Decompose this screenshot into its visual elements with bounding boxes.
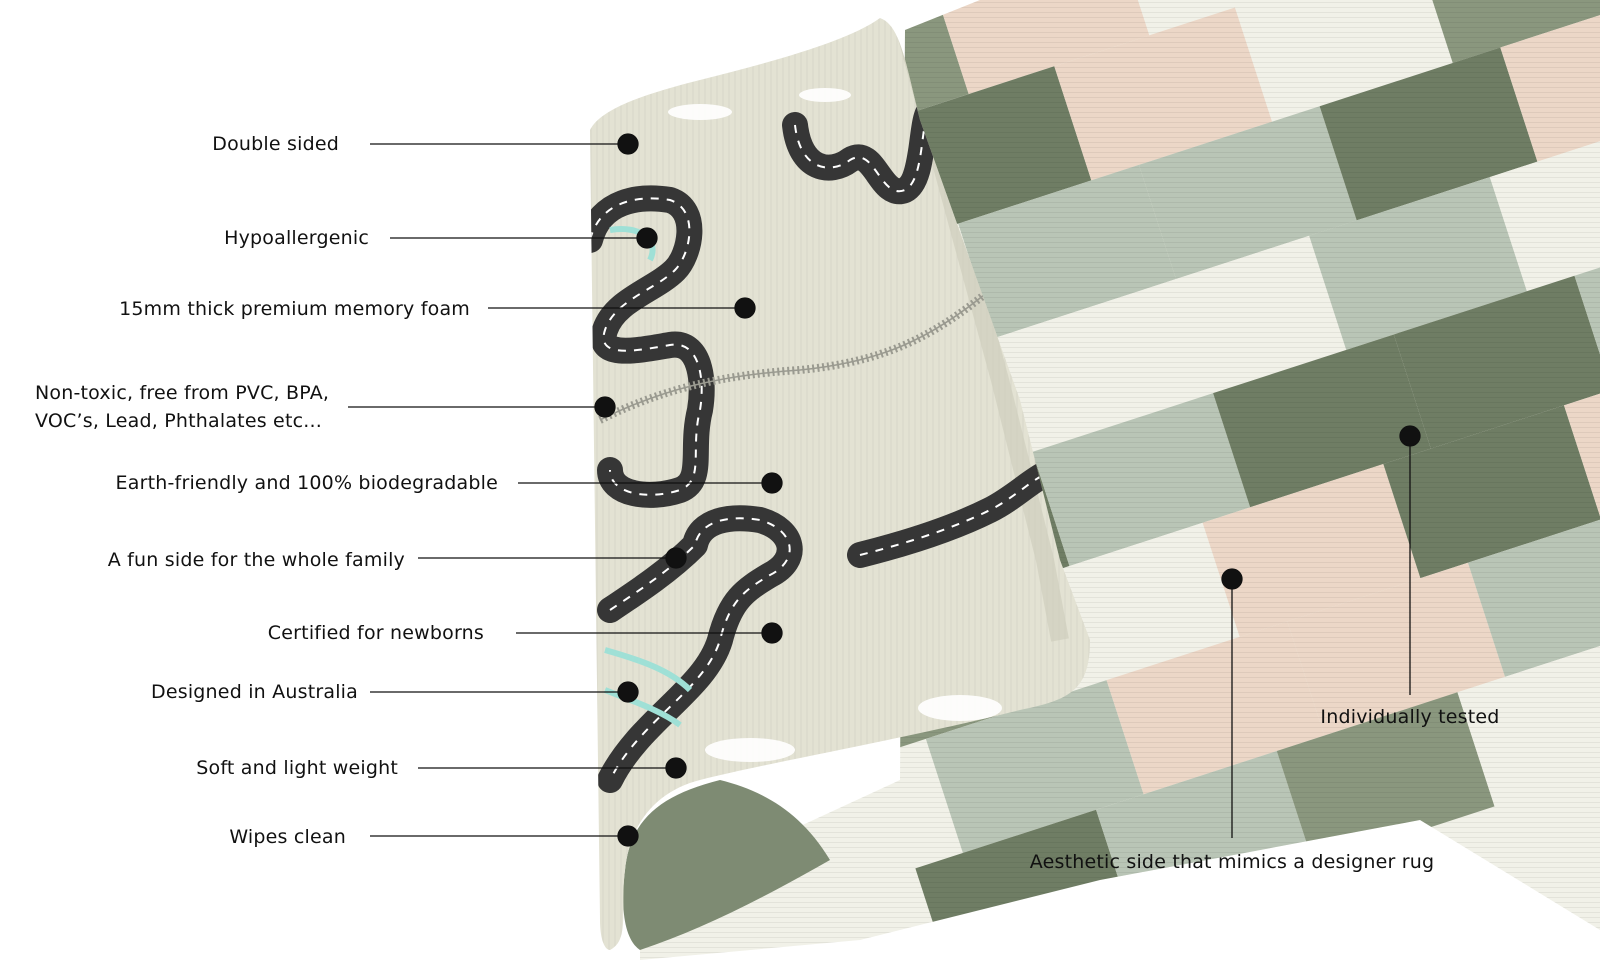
feature-label-earth-friendly: Earth-friendly and 100% biodegradable (115, 472, 498, 494)
feature-label-certified-newborns: Certified for newborns (267, 622, 484, 644)
feature-label-non-toxic: Non-toxic, free from PVC, BPA, VOC’s, Le… (35, 382, 330, 432)
feature-label-wipes-clean: Wipes clean (229, 826, 346, 848)
callout-connectors (348, 133, 1421, 847)
feature-label-designed-australia: Designed in Australia (151, 681, 358, 703)
mat-curl-underside (623, 780, 830, 950)
feature-label-aesthetic-side: Aesthetic side that mimics a designer ru… (1029, 851, 1435, 873)
feature-label-fun-side: A fun side for the whole family (107, 549, 405, 571)
feature-label-memory-foam: 15mm thick premium memory foam (119, 298, 470, 320)
feature-label-soft-light: Soft and light weight (196, 757, 398, 779)
feature-label-double-sided: Double sided (212, 133, 339, 155)
feature-label-hypoallergenic: Hypoallergenic (224, 227, 369, 249)
feature-label-individually-tested: Individually tested (1320, 706, 1500, 728)
